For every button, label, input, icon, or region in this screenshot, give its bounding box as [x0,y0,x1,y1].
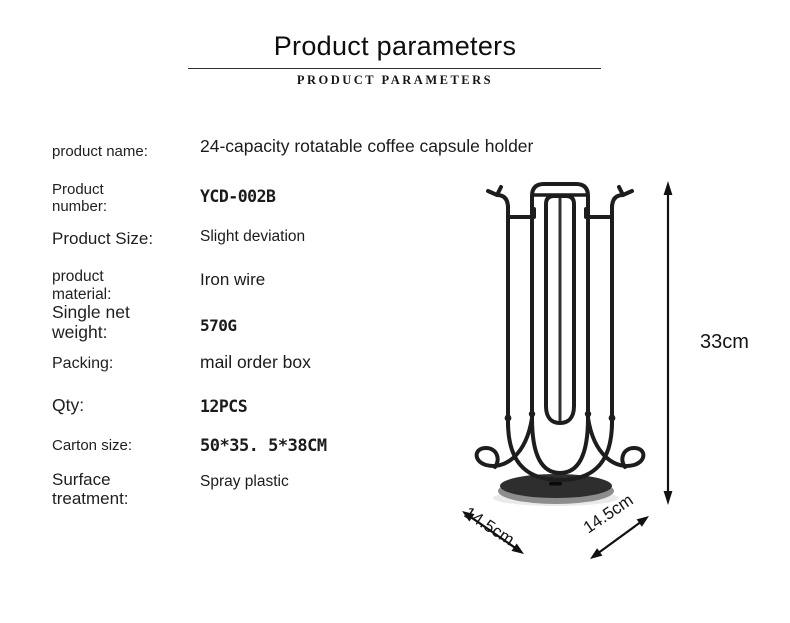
spec-label: Single net weight: [52,302,130,342]
page-subtitle: PRODUCT PARAMETERS [296,73,494,87]
spec-label: Surface treatment: [52,470,129,509]
wire-frame [474,182,646,482]
spec-value: 12PCS [200,397,248,416]
spec-row-carton-size: Carton size: 50*35. 5*38CM [52,436,327,456]
spec-value: 50*35. 5*38CM [200,436,327,456]
spec-row-product-material: product material: Iron wire [52,268,265,303]
spec-row-qty: Qty: 12PCS [52,395,248,416]
spec-row-product-size: Product Size: Slight deviation [52,228,305,248]
spec-value: 24-capacity rotatable coffee capsule hol… [200,136,534,156]
spec-value: YCD-002B [200,187,276,206]
coffee-capsule-holder-image [462,181,673,559]
spec-label: product name: [52,143,148,160]
spec-value: mail order box [200,352,311,372]
spec-value: Slight deviation [200,228,306,245]
spec-row-product-number: Product number: YCD-002B [52,181,276,216]
page-title: Product parameters [273,31,517,61]
spec-row-net-weight: Single net weight: 570G [52,302,237,343]
height-dimension-arrow [663,181,673,505]
title-divider [188,68,601,69]
height-dimension-label: 33cm [700,331,749,353]
spec-label: Qty: [52,395,85,415]
spec-row-packing: Packing: mail order box [52,352,311,373]
spec-row-surface-treatment: Surface treatment: Spray plastic [52,470,289,509]
base-width-dimension-arrow [590,516,649,559]
base-disc [500,474,612,498]
spec-label: Product Size: [52,229,154,248]
spec-value: Spray plastic [200,473,289,490]
spec-label: Carton size: [52,437,133,454]
wire-joints [504,410,616,422]
spec-label: Packing: [52,355,114,372]
spec-value: 570G [200,316,237,335]
spec-value: Iron wire [200,270,266,289]
spec-label: product material: [52,268,112,303]
base-depth-dimension-arrow [462,511,524,554]
spec-row-product-name: product name: 24-capacity rotatable coff… [52,136,533,161]
spec-label: Product number: [52,181,108,215]
base-center-slot [549,482,562,486]
